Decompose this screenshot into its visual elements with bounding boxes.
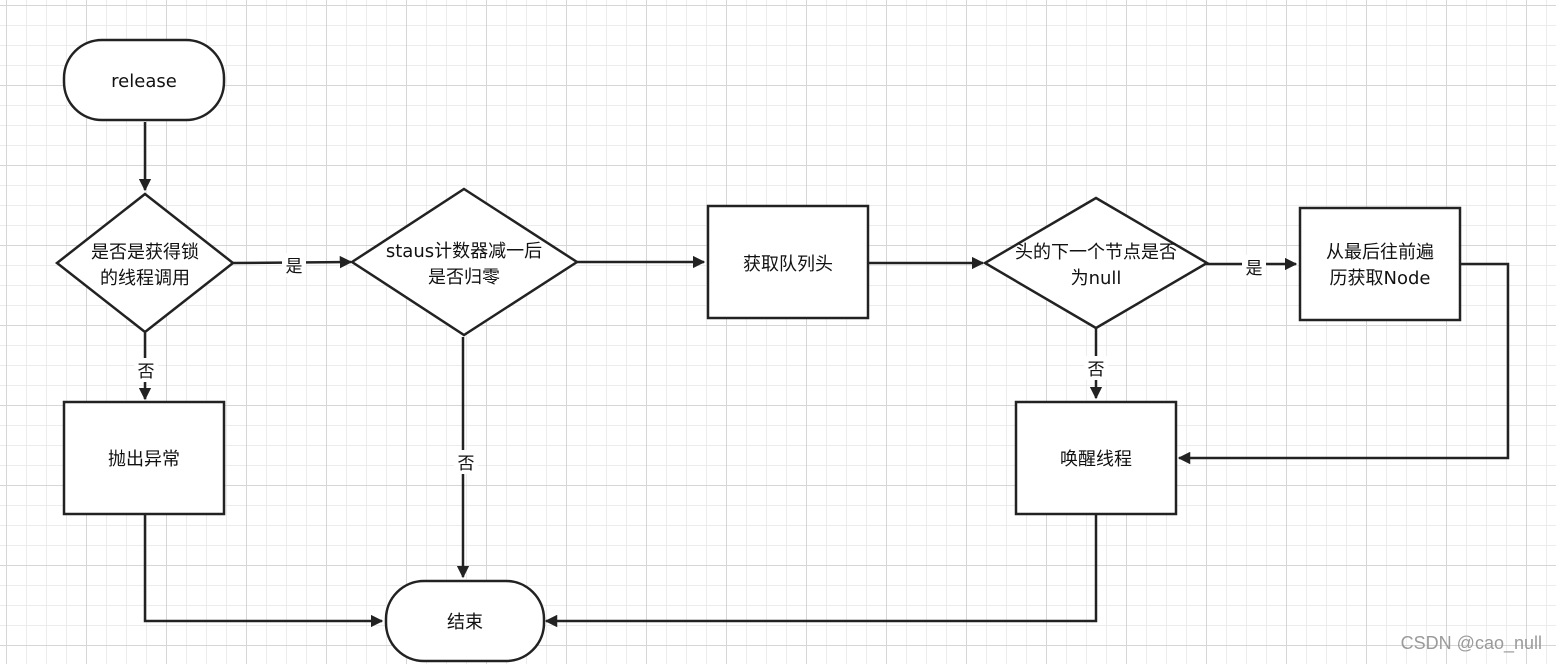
lock-holder-label-line1: 是否是获得锁 (91, 242, 199, 263)
process-traverse-from-tail (1298, 206, 1462, 322)
lock-holder-label-line2: 的线程调用 (100, 268, 190, 289)
process-throw-exception (62, 400, 226, 516)
traverse-label-line1: 从最后往前遍 (1326, 242, 1434, 263)
edge-wake-to-end (544, 514, 1098, 628)
edge-label-status-no: 否 (458, 454, 475, 474)
decision-status-zero (349, 187, 580, 337)
queue-head-label: 获取队列头 (743, 254, 833, 275)
terminal-end (384, 579, 546, 663)
decision-lock-holder (54, 192, 236, 334)
status-zero-label-line2: 是否归零 (428, 267, 500, 288)
next-node-null-label-line1: 头的下一个节点是否 (1015, 242, 1177, 263)
process-wake-thread (1014, 400, 1178, 516)
decision-next-node-null (982, 196, 1210, 330)
status-zero-label-line1: staus计数器减一后 (386, 241, 542, 262)
throw-exception-label: 抛出异常 (108, 449, 180, 470)
terminal-release (62, 38, 226, 122)
traverse-label-line2: 历获取Node (1330, 268, 1431, 289)
edge-exception-to-end (143, 514, 384, 628)
edge-traverse-to-wake (1177, 262, 1510, 465)
release-label: release (111, 71, 177, 92)
next-node-null-label-line2: 为null (1071, 268, 1122, 289)
wake-thread-label: 唤醒线程 (1060, 449, 1132, 470)
edge-label-null-no: 否 (1088, 360, 1105, 380)
process-get-queue-head (706, 204, 870, 320)
edge-label-null-yes: 是 (1246, 259, 1263, 279)
watermark: CSDN @cao_null (1400, 633, 1542, 653)
edge-label-lock-no: 否 (138, 362, 155, 382)
edge-label-lock-yes: 是 (286, 257, 303, 277)
end-label: 结束 (447, 612, 483, 633)
